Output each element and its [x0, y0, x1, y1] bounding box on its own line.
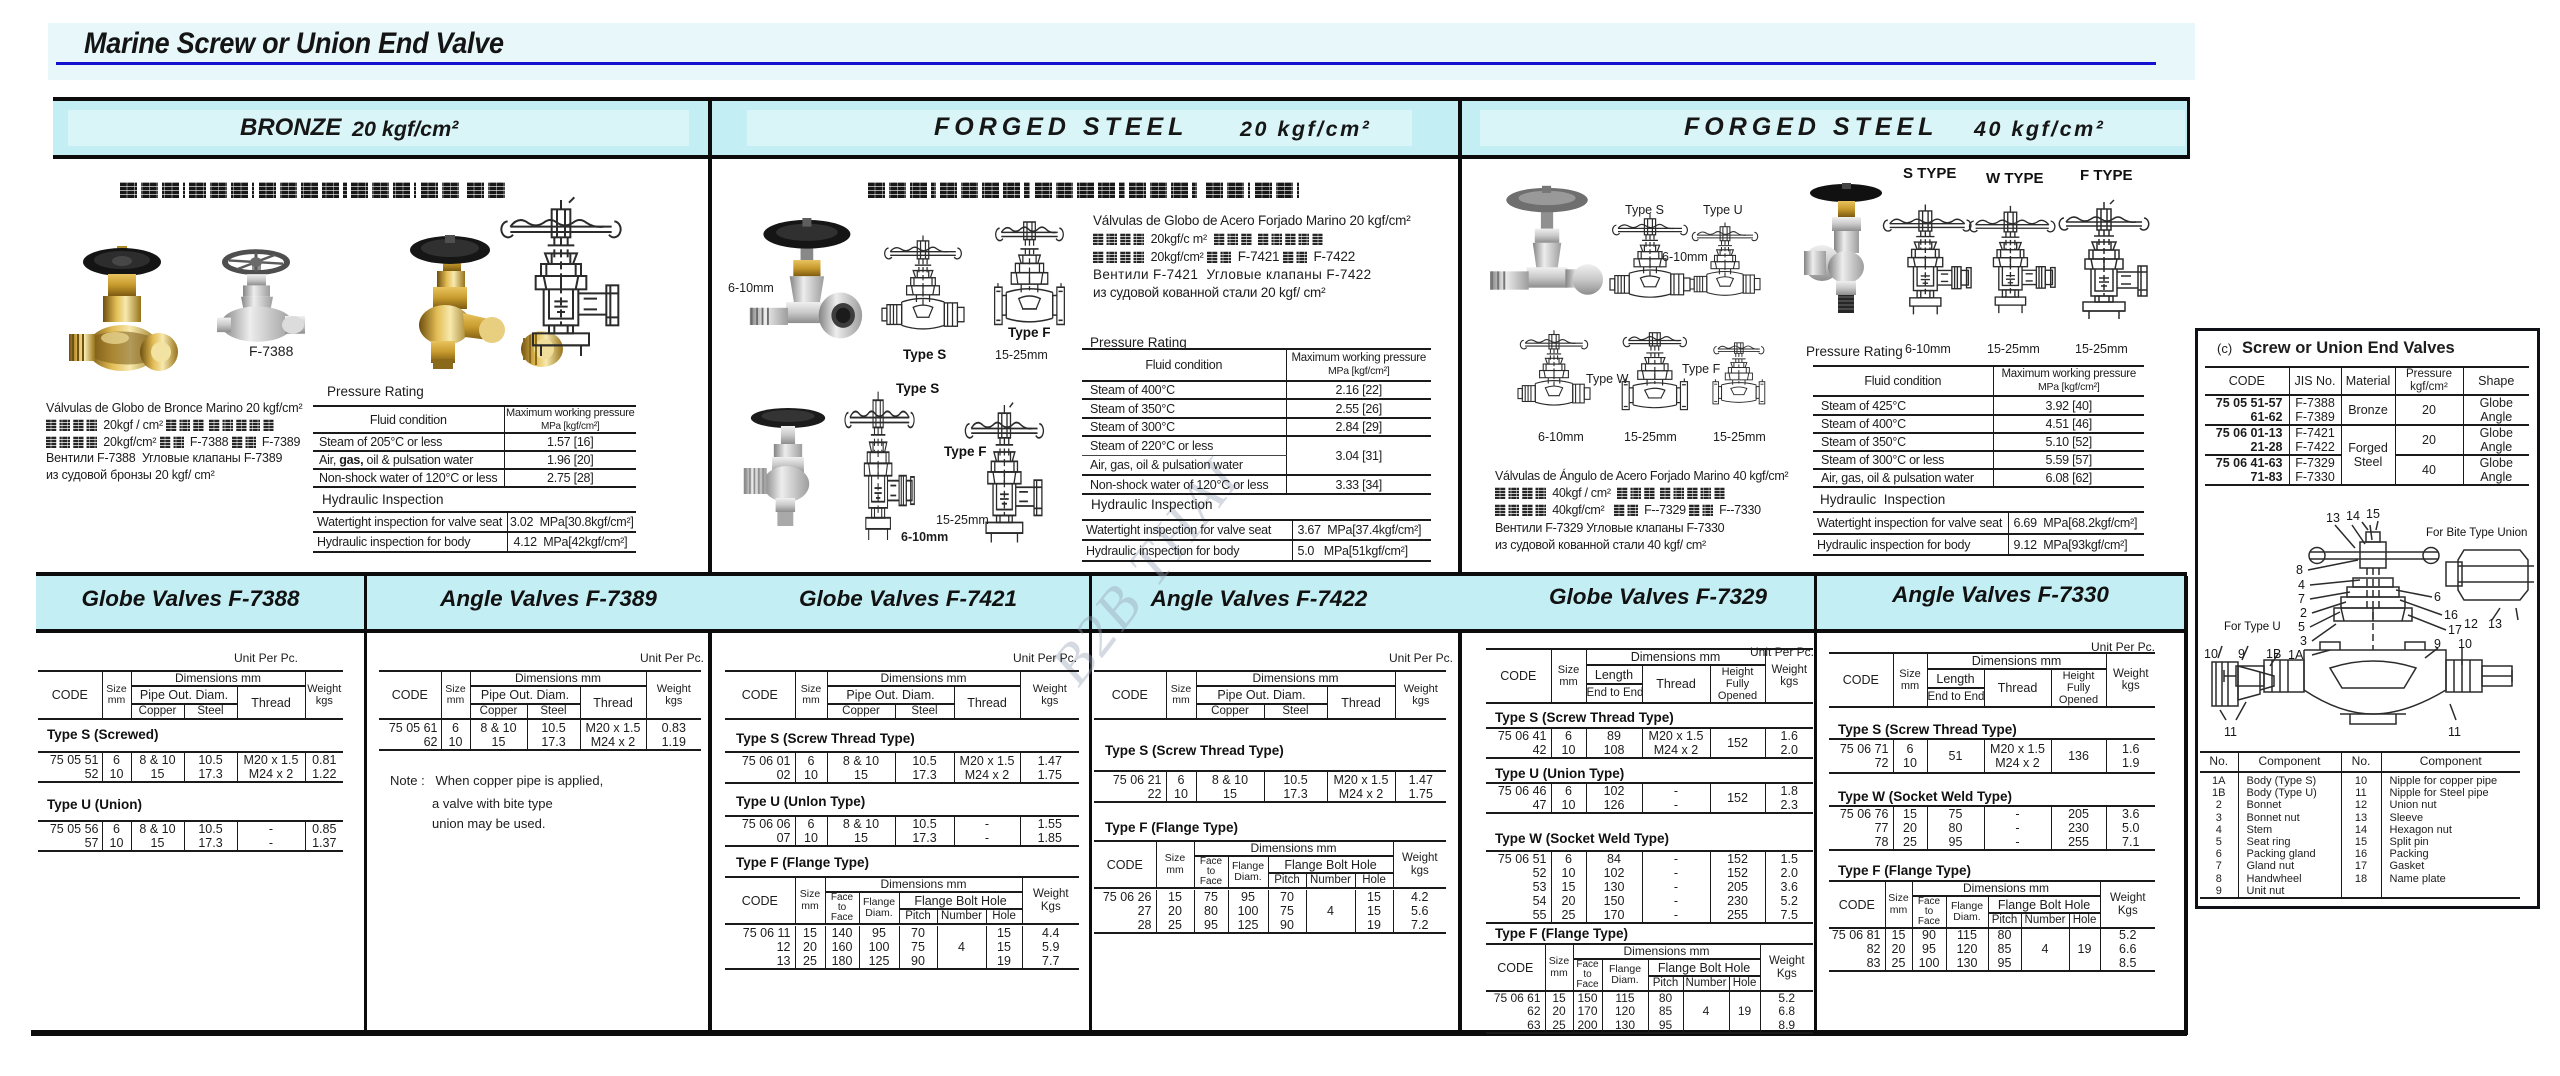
svg-text:1A: 1A [2288, 648, 2304, 662]
svg-text:2: 2 [2300, 606, 2307, 620]
svg-text:6: 6 [2434, 590, 2441, 604]
svg-text:11: 11 [2448, 725, 2461, 739]
svg-text:9: 9 [2238, 647, 2245, 661]
svg-text:1B: 1B [2266, 647, 2281, 661]
svg-text:3: 3 [2300, 634, 2307, 648]
svg-text:For Bite Type Union: For Bite Type Union [2426, 527, 2527, 539]
svg-text:14: 14 [2346, 509, 2360, 523]
svg-text:13: 13 [2488, 617, 2502, 631]
svg-text:10: 10 [2204, 647, 2218, 661]
svg-text:15: 15 [2366, 507, 2380, 521]
svg-text:4: 4 [2298, 578, 2305, 592]
svg-text:9: 9 [2434, 637, 2441, 651]
svg-text:7: 7 [2298, 592, 2305, 606]
svg-text:10: 10 [2458, 637, 2472, 651]
svg-text:17: 17 [2448, 623, 2462, 637]
svg-text:13: 13 [2326, 511, 2340, 525]
svg-text:11: 11 [2224, 725, 2237, 739]
svg-text:16: 16 [2444, 608, 2458, 622]
svg-text:5: 5 [2298, 620, 2305, 634]
svg-text:12: 12 [2464, 617, 2478, 631]
svg-text:8: 8 [2296, 563, 2303, 577]
svg-text:For Type U: For Type U [2224, 621, 2281, 633]
